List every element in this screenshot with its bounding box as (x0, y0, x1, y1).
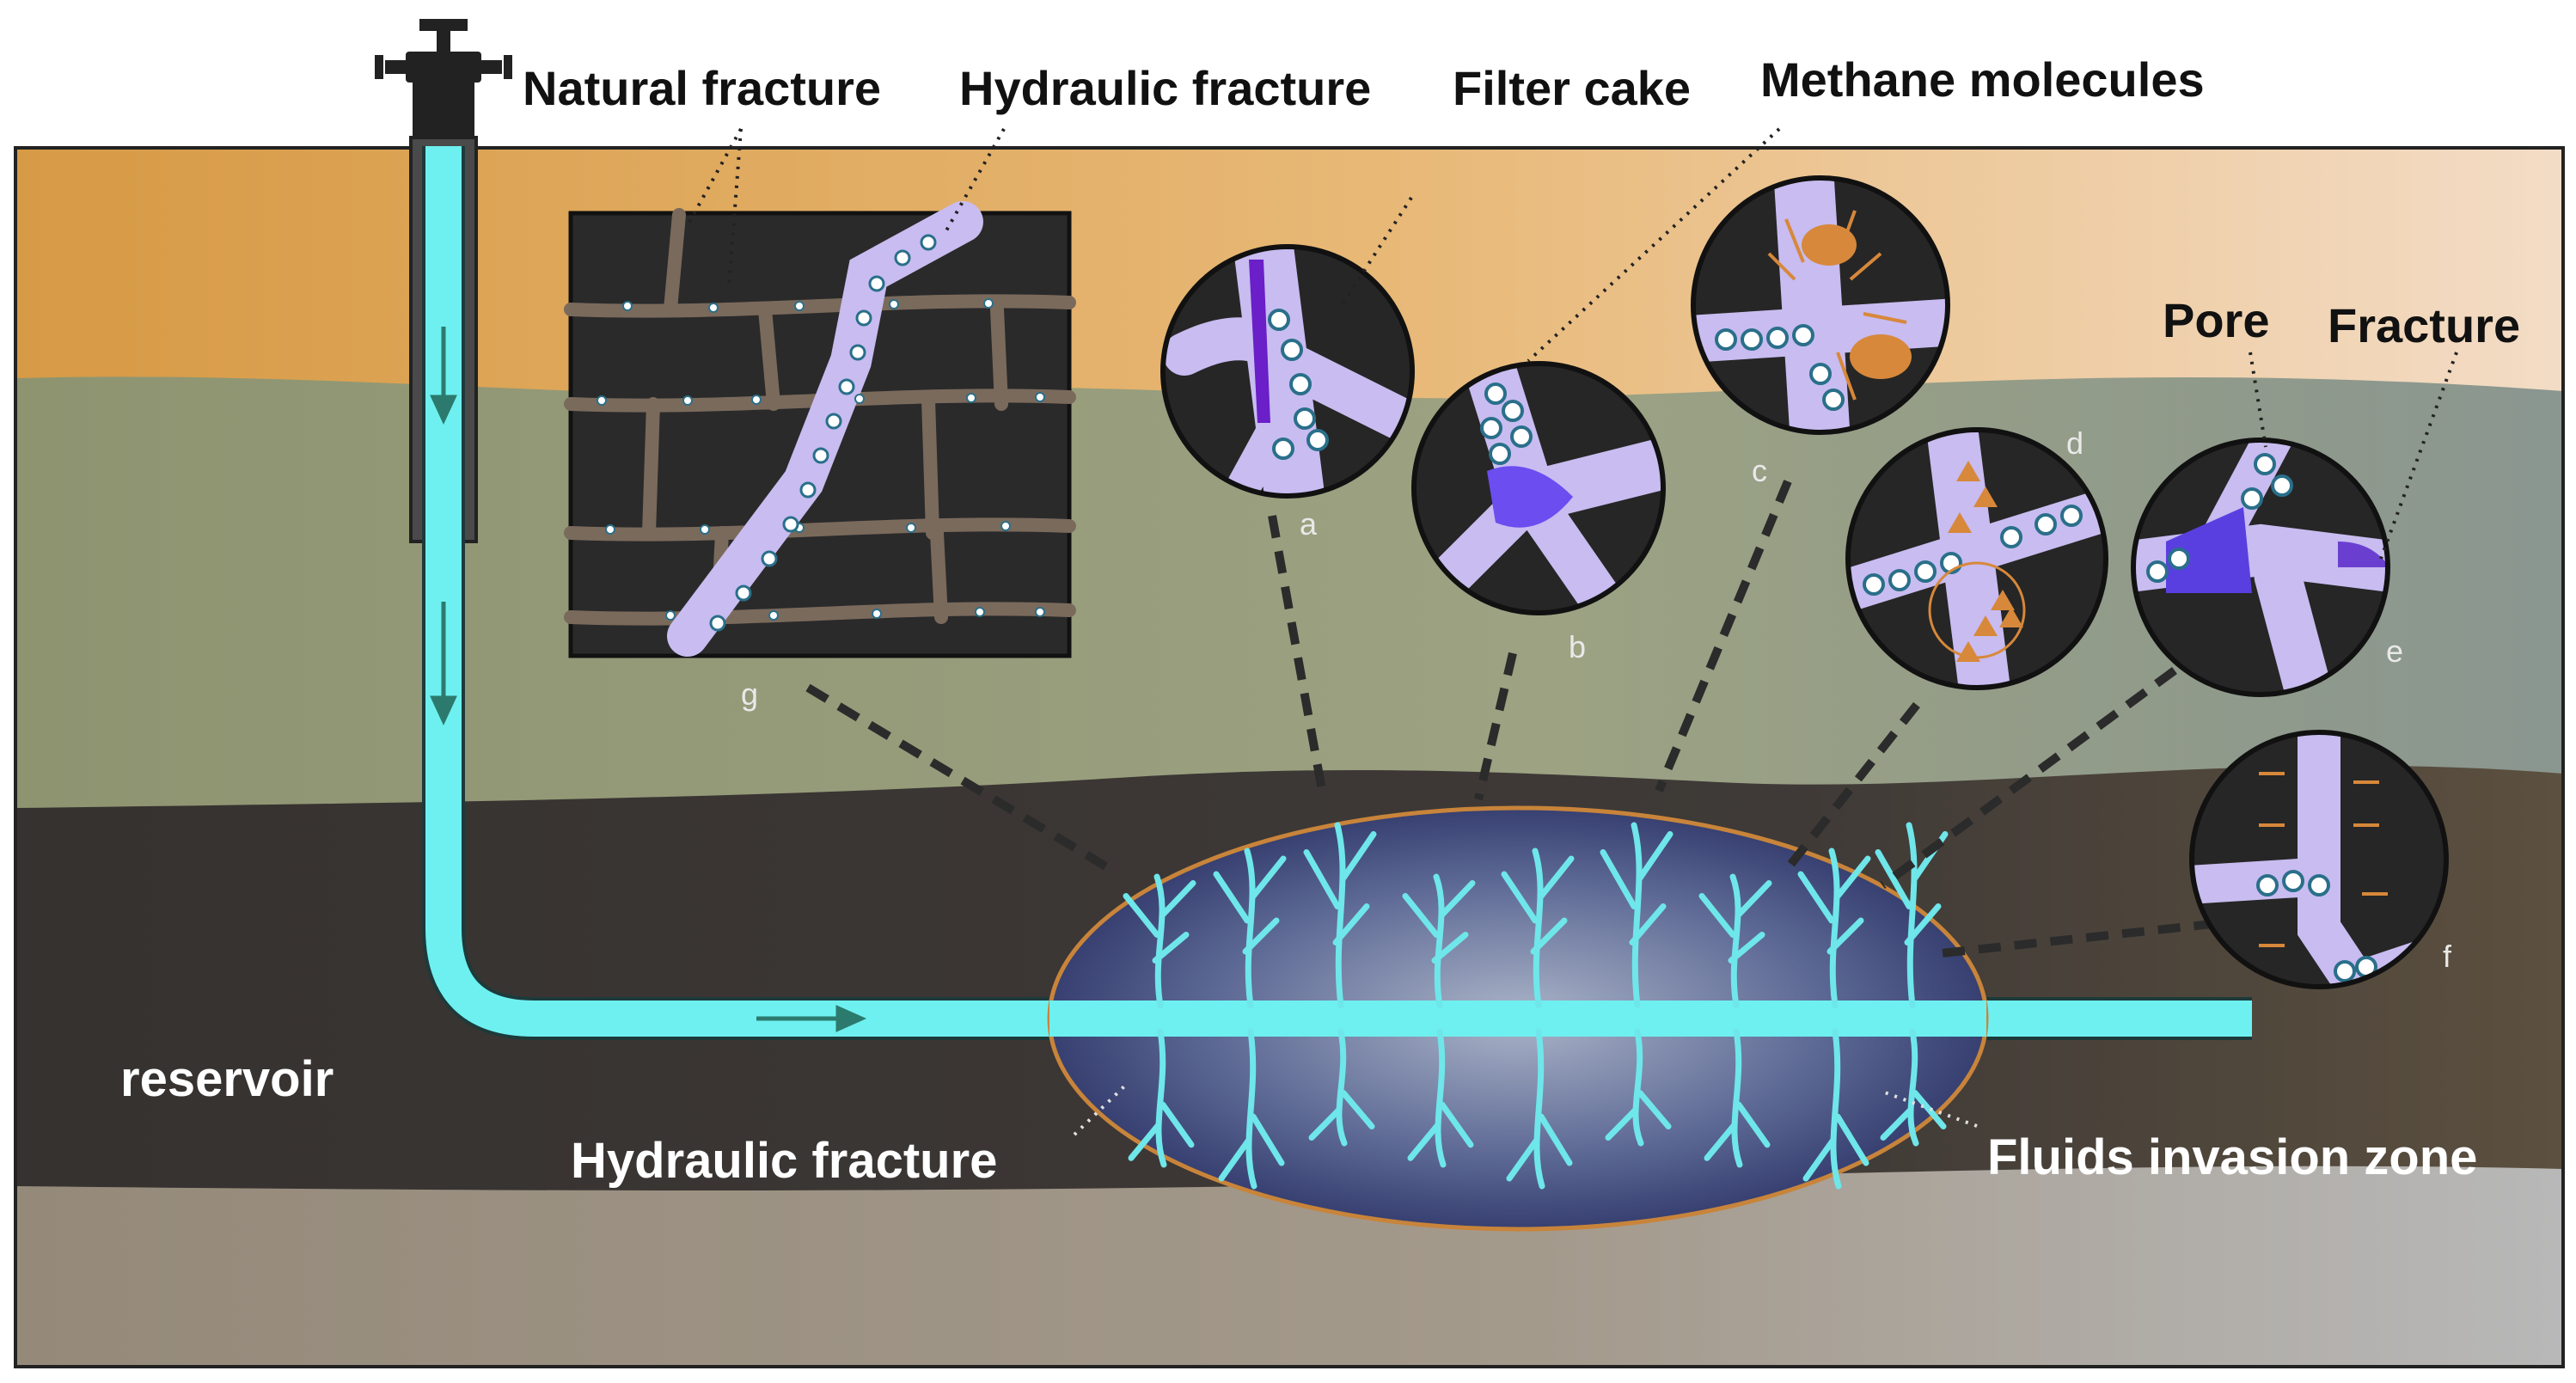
panel-letter-a: a (1300, 506, 1318, 542)
panel-letter-g: g (741, 676, 758, 712)
panel-letter-d: d (2066, 425, 2083, 461)
label-hydraulic-fracture-bottom: Hydraulic fracture (571, 1133, 997, 1189)
label-filter-cake: Filter cake (1453, 61, 1691, 115)
wellhead-icon (375, 19, 512, 138)
panel-letter-f: f (2443, 939, 2452, 974)
inset-b-methane (1411, 361, 1666, 615)
inset-c-desorption (1691, 175, 1950, 435)
leader-lines-light (1073, 1083, 1978, 1136)
bottom-rock-layer (15, 1166, 2563, 1367)
panel-letter-e: e (2386, 633, 2403, 669)
connector-lines (805, 480, 2253, 958)
fracture-branch (1123, 873, 1196, 1168)
fracture-branches (1123, 822, 1949, 1190)
fracture-branch (1303, 822, 1377, 1147)
label-hydraulic-fracture-top: Hydraulic fracture (959, 61, 1371, 115)
leader-lines (686, 127, 2458, 560)
fracture-branch (1698, 873, 1772, 1168)
fracture-branch (1501, 848, 1575, 1190)
connector-dash (1655, 480, 1792, 792)
wellbore (425, 146, 2252, 1037)
fracture-branch (1875, 822, 1949, 1147)
connector-dash (1880, 666, 2177, 890)
inset-e-pore-fracture (2131, 438, 2390, 697)
label-fluids-invasion-zone: Fluids invasion zone (1987, 1129, 2477, 1185)
inset-a-filter-cake (1160, 244, 1415, 499)
label-natural-fracture: Natural fracture (523, 61, 881, 115)
fracture-branch (1213, 848, 1287, 1190)
connector-dash (1268, 515, 1328, 800)
panel-letter-b: b (1569, 629, 1586, 664)
fracture-branch (1797, 848, 1871, 1190)
label-methane-molecules: Methane molecules (1760, 52, 2205, 107)
label-fracture: Fracture (2328, 298, 2520, 352)
fracture-branch (1402, 873, 1476, 1168)
connector-dash (805, 683, 1111, 872)
fracture-branch (1600, 822, 1673, 1147)
label-reservoir: reservoir (120, 1051, 333, 1107)
label-pore: Pore (2163, 293, 2270, 347)
connector-dash (1933, 915, 2253, 958)
panel-letter-c: c (1752, 453, 1767, 488)
diagram-frame (14, 146, 2565, 1368)
inset-g-fracture-network (564, 201, 1076, 658)
flow-arrow-icon (430, 327, 867, 1032)
connector-dash (1474, 652, 1517, 801)
inset-d-particles (1845, 427, 2108, 690)
